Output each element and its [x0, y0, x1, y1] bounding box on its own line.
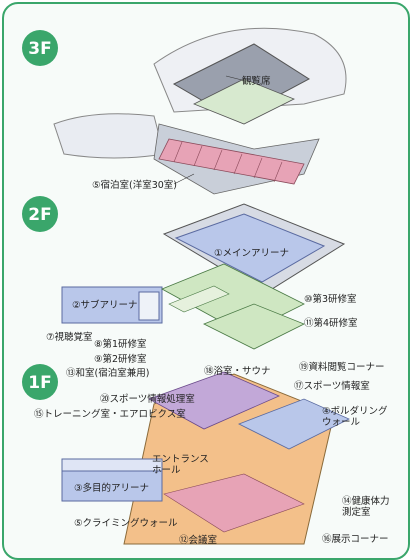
floor-badge-3f — [22, 30, 58, 66]
label-research1: ⑧第1研修室 — [94, 338, 147, 350]
label-research4: ⑪第4研修室 — [304, 317, 358, 329]
label-kanranseki: 観覧席 — [242, 75, 271, 87]
lodging-divider — [253, 157, 263, 179]
label-line: 測定室 — [342, 506, 371, 518]
label-sports-proc: ⑳スポーツ情報処理室 — [100, 393, 195, 405]
lodging-divider — [173, 141, 183, 163]
label-main-arena: ①メインアリーナ — [214, 248, 289, 259]
floor-3f: 3F 観覧席 ⑤宿泊室(洋室30室) — [22, 27, 347, 195]
lodging-divider — [273, 161, 283, 183]
label-sports-info: ⑰スポーツ情報室 — [294, 380, 370, 392]
label-line: ④ボルダリング — [322, 405, 388, 417]
label-training: ⑮トレーニング室・エアロビクス室 — [34, 408, 186, 420]
leader-line — [173, 173, 195, 185]
left-roof-3f — [53, 113, 165, 159]
label-line: ウォール — [322, 417, 361, 428]
floor-2f: 2F ①メインアリーナ ②サブアリーナ ⑩第3研修室 ⑪第4研修室 ⑦視聴覚室 … — [22, 196, 358, 379]
label-fitness: ⑭健康体力測定室 — [342, 495, 390, 518]
label-line: エントランス — [152, 454, 209, 465]
label-bouldering: ④ボルダリングウォール — [322, 405, 388, 428]
floor-badge-1f — [22, 364, 58, 400]
label-climbing: ⑤クライミングウォール — [74, 517, 178, 529]
floor-map-diagram: 3F 観覧席 ⑤宿泊室(洋室30室) 2F ①メインアリーナ ②サブアリーナ ⑩… — [22, 27, 390, 546]
floor-badge-1f-text: 1F — [28, 373, 51, 393]
label-japanese-room: ⑬和室(宿泊室兼用) — [66, 367, 149, 379]
label-multi-arena: ③多目的アリーナ — [74, 482, 149, 494]
label-bath-sauna: ⑱浴室・サウナ — [204, 365, 271, 377]
main-arena-2f — [174, 213, 326, 283]
research-room — [168, 285, 230, 313]
lodging-rooms-3f — [158, 138, 305, 185]
label-exhibit: ⑯展示コーナー — [322, 534, 389, 545]
label-conference: ⑫会議室 — [179, 534, 217, 546]
research-block-2f-lower — [203, 303, 305, 350]
label-line: ⑭健康体力 — [342, 495, 390, 507]
label-document-corner: ⑲資料閲覧コーナー — [299, 361, 385, 373]
lodging-divider — [193, 145, 203, 167]
label-lodging: ⑤宿泊室(洋室30室) — [92, 179, 177, 191]
stands-floor-3f — [193, 78, 295, 125]
floor-badge-2f-text: 2F — [28, 205, 51, 225]
floor-badge-3f-text: 3F — [28, 39, 51, 59]
label-sub-arena: ②サブアリーナ — [72, 299, 138, 311]
leader-line — [225, 75, 243, 81]
label-av-room: ⑦視聴覚室 — [46, 331, 93, 343]
floor-badge-2f — [22, 196, 58, 232]
training-rooms-1f — [148, 371, 280, 430]
multi-arena-seats — [61, 458, 163, 472]
conference-1f — [163, 473, 305, 533]
label-line: ホール — [152, 465, 181, 476]
floor-1f: 1F ⑱浴室・サウナ ⑲資料閲覧コーナー ⑰スポーツ情報室 ⑳スポーツ情報処理室… — [22, 361, 390, 546]
label-research2: ⑨第2研修室 — [94, 353, 147, 365]
lodging-divider — [233, 153, 243, 175]
sub-arena-seats — [138, 291, 160, 321]
label-research3: ⑩第3研修室 — [304, 293, 357, 305]
label-entrance-hall: エントランスホール — [152, 454, 209, 476]
lodging-divider — [213, 149, 223, 171]
sports-info-1f — [238, 398, 350, 450]
